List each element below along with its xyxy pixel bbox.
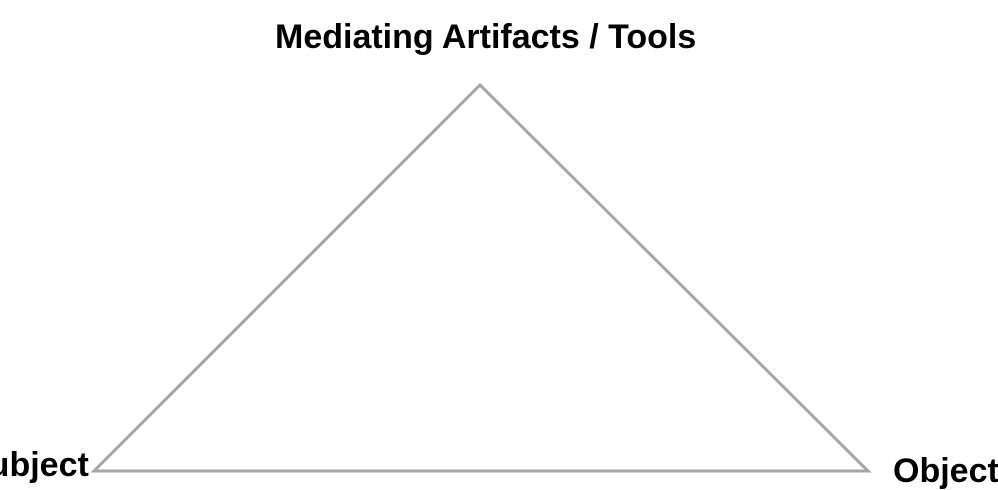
right-vertex-label: Object bbox=[893, 452, 998, 490]
left-vertex-label: Subject bbox=[0, 446, 89, 484]
triangle-shape bbox=[90, 82, 872, 473]
top-vertex-label: Mediating Artifacts / Tools bbox=[275, 18, 697, 56]
